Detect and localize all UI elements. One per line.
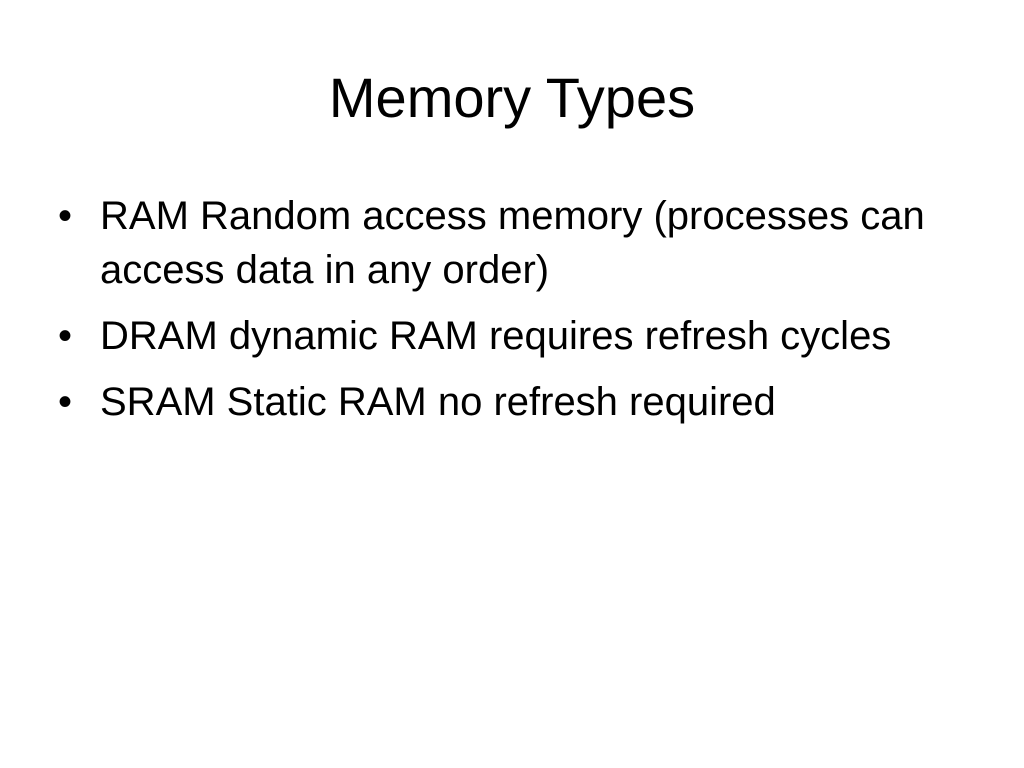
bullet-icon: • [58,380,73,424]
bullet-list: • RAM Random access memory (processes ca… [56,189,976,441]
slide-title: Memory Types [328,66,696,129]
bullet-item-dram: • DRAM dynamic RAM requires refresh cycl… [56,309,976,363]
bullet-text: DRAM dynamic RAM requires refresh cycles [100,314,892,358]
bullet-icon: • [58,314,73,358]
bullet-item-ram: • RAM Random access memory (processes ca… [56,189,976,297]
bullet-text: RAM Random access memory (processes can … [100,194,925,292]
bullet-icon: • [58,194,73,238]
bullet-item-sram: • SRAM Static RAM no refresh required [56,375,976,429]
bullet-text: SRAM Static RAM no refresh required [100,380,776,424]
